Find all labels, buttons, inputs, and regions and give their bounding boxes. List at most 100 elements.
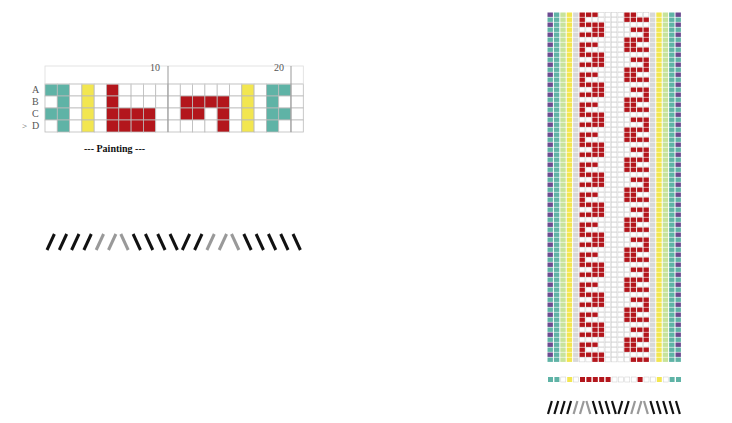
weave-pick <box>631 223 636 227</box>
weave-pick <box>663 133 668 137</box>
weave-pick <box>605 13 610 17</box>
weave-pick <box>567 53 572 57</box>
grid-cell <box>131 84 143 96</box>
weave-pick <box>650 78 655 82</box>
row-letter: A <box>32 85 39 95</box>
weave-pick <box>605 203 610 207</box>
weave-pick <box>669 173 674 177</box>
weave-pick <box>618 278 623 282</box>
weave-pick <box>624 148 629 152</box>
weave-pick <box>618 13 623 17</box>
grid-cell <box>119 96 131 108</box>
weave-pick <box>669 83 674 87</box>
weave-pick <box>631 203 636 207</box>
weave-pick <box>560 228 565 232</box>
weave-pick <box>592 358 597 362</box>
weave-pick <box>637 163 642 167</box>
weave-pick <box>605 268 610 272</box>
weave-pick <box>567 68 572 72</box>
weave-pick <box>669 253 674 257</box>
weave-pick <box>631 88 636 92</box>
weave-pick <box>663 303 668 307</box>
weave-pick <box>554 203 559 207</box>
weave-pick <box>548 318 553 322</box>
weave-pick <box>656 73 661 77</box>
weave-pick <box>612 253 617 257</box>
weave-pick <box>548 113 553 117</box>
weave-pick <box>650 168 655 172</box>
weave-pick <box>631 283 636 287</box>
weave-pick <box>567 28 572 32</box>
weave-pick <box>650 18 655 22</box>
weave-pick <box>656 78 661 82</box>
weave-pick <box>573 228 578 232</box>
weave-pick <box>631 113 636 117</box>
weave-pick <box>656 193 661 197</box>
weave-pick <box>548 283 553 287</box>
weave-pick <box>624 238 629 242</box>
weave-pick <box>573 263 578 267</box>
weave-pick <box>631 133 636 137</box>
weave-pick <box>650 238 655 242</box>
weave-pick <box>580 53 585 57</box>
colour-square <box>593 377 598 382</box>
weave-pick <box>580 243 585 247</box>
weave-pick <box>676 198 681 202</box>
weave-pick <box>663 78 668 82</box>
grid-cell <box>156 108 168 120</box>
weave-pick <box>548 273 553 277</box>
weave-pick <box>663 318 668 322</box>
weave-pick <box>605 68 610 72</box>
weave-pick <box>567 283 572 287</box>
weave-pick <box>599 338 604 342</box>
ruler-tick <box>291 66 292 132</box>
weave-pick <box>663 93 668 97</box>
weave-pick <box>644 13 649 17</box>
weave-pick <box>656 98 661 102</box>
weave-pick <box>554 143 559 147</box>
weave-pick <box>580 263 585 267</box>
weave-pick <box>548 23 553 27</box>
grid-cell <box>254 108 266 120</box>
grid-cell <box>230 84 242 96</box>
weave-pick <box>631 153 636 157</box>
weave-pick <box>586 323 591 327</box>
weave-pick <box>573 188 578 192</box>
weave-pick <box>650 313 655 317</box>
weave-pick <box>612 118 617 122</box>
weave-pick <box>599 218 604 222</box>
weave-pick <box>656 153 661 157</box>
weave-pick <box>605 143 610 147</box>
weave-pick <box>676 88 681 92</box>
weave-pick <box>548 18 553 22</box>
weave-pick <box>663 173 668 177</box>
weave-pick <box>548 103 553 107</box>
weave-pick <box>644 43 649 47</box>
weave-pick <box>637 318 642 322</box>
weave-pick <box>573 328 578 332</box>
weave-pick <box>548 38 553 42</box>
weave-pick <box>612 88 617 92</box>
weave-pick <box>624 293 629 297</box>
weave-pick <box>605 218 610 222</box>
weave-pick <box>605 173 610 177</box>
weave-pick <box>567 193 572 197</box>
weave-pick <box>605 263 610 267</box>
thread-slash <box>256 234 263 250</box>
weave-pick <box>624 118 629 122</box>
weave-pick <box>656 93 661 97</box>
weave-pick <box>650 38 655 42</box>
weave-pick <box>618 153 623 157</box>
weave-pick <box>573 203 578 207</box>
weave-pick <box>599 203 604 207</box>
weave-pick <box>548 33 553 37</box>
weave-pick <box>580 168 585 172</box>
weave-pick <box>580 163 585 167</box>
weave-pick <box>554 273 559 277</box>
weave-pick <box>599 163 604 167</box>
weave-pick <box>554 63 559 67</box>
weave-pick <box>663 153 668 157</box>
weave-pick <box>599 263 604 267</box>
grid-cell <box>266 120 278 132</box>
weave-pick <box>554 233 559 237</box>
